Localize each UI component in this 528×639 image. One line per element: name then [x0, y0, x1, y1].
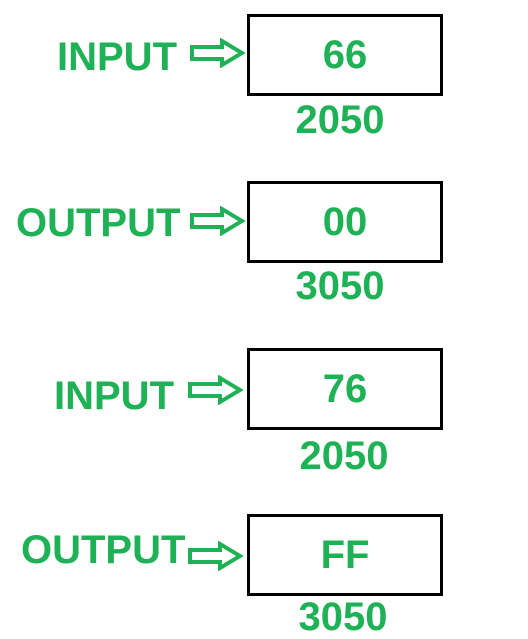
memory-cell: 66 [247, 14, 443, 96]
memory-cell: 00 [247, 181, 443, 263]
right-arrow-outline-icon [188, 375, 243, 405]
right-arrow-outline-icon [190, 206, 245, 236]
row-label: INPUT [54, 374, 174, 418]
memory-address: 3050 [295, 264, 385, 308]
right-arrow-outline-icon [188, 541, 243, 571]
cell-value: FF [320, 533, 370, 577]
memory-address: 3050 [298, 595, 388, 639]
row-label: INPUT [57, 35, 177, 79]
row-label: OUTPUT [16, 201, 181, 245]
memory-cell: 76 [247, 348, 443, 430]
row-label: OUTPUT [21, 528, 186, 572]
memory-address: 2050 [299, 434, 389, 478]
memory-cell: FF [247, 514, 443, 596]
memory-address: 2050 [295, 98, 385, 142]
cell-value: 76 [322, 367, 368, 411]
cell-value: 00 [322, 200, 368, 244]
cell-value: 66 [322, 33, 368, 77]
right-arrow-outline-icon [190, 38, 245, 68]
